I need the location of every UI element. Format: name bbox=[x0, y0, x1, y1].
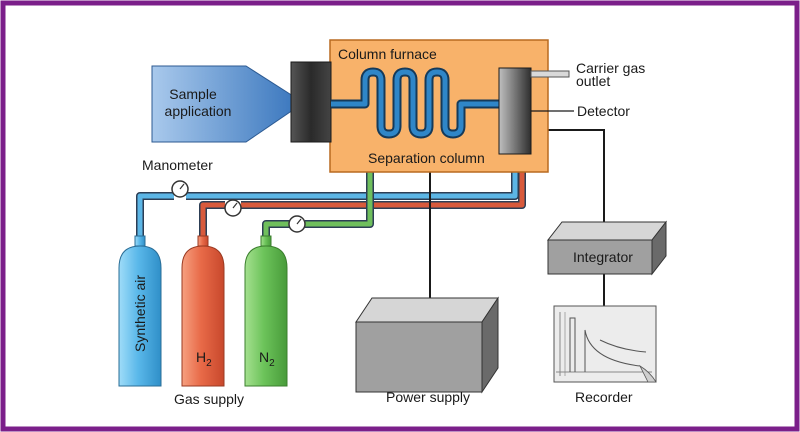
sample-application-label-1: Sample bbox=[169, 86, 217, 102]
power-supply-label: Power supply bbox=[386, 389, 470, 405]
manometer-label: Manometer bbox=[142, 157, 213, 173]
integrator-label: Integrator bbox=[573, 249, 633, 265]
separation-column bbox=[331, 69, 500, 137]
injector-block bbox=[290, 61, 332, 143]
detector-cable bbox=[530, 129, 605, 222]
carrier-gas-outlet-label-2: outlet bbox=[576, 73, 610, 89]
manometer-gauge-air bbox=[171, 180, 189, 198]
synthetic-air-label: Synthetic air bbox=[132, 275, 148, 352]
cylinder-h2 bbox=[181, 235, 225, 387]
gas-supply-label: Gas supply bbox=[174, 391, 244, 407]
n2-label: N2 bbox=[259, 349, 275, 369]
column-furnace-label: Column furnace bbox=[338, 46, 437, 62]
manometer-gauge-h2 bbox=[224, 199, 242, 217]
separation-column-label: Separation column bbox=[368, 150, 485, 166]
h2-line bbox=[200, 170, 525, 240]
cylinder-n2 bbox=[244, 235, 288, 387]
carrier-gas-outlet-pipe bbox=[530, 70, 570, 78]
n2-line bbox=[263, 170, 373, 240]
carrier-gas-outlet-label-1: Carrier gas bbox=[576, 60, 645, 76]
integrator-box bbox=[546, 220, 668, 276]
sample-application-label-2: application bbox=[165, 103, 232, 119]
air-line bbox=[137, 170, 518, 240]
h2-label: H2 bbox=[196, 349, 212, 369]
cylinder-synthetic-air bbox=[118, 235, 162, 387]
detector-block bbox=[498, 67, 532, 155]
recorder-label: Recorder bbox=[575, 389, 633, 405]
power-supply-box bbox=[355, 296, 499, 394]
manometer-gauge-n2 bbox=[288, 215, 306, 233]
detector-label: Detector bbox=[577, 103, 630, 119]
recorder-paper bbox=[553, 305, 657, 383]
